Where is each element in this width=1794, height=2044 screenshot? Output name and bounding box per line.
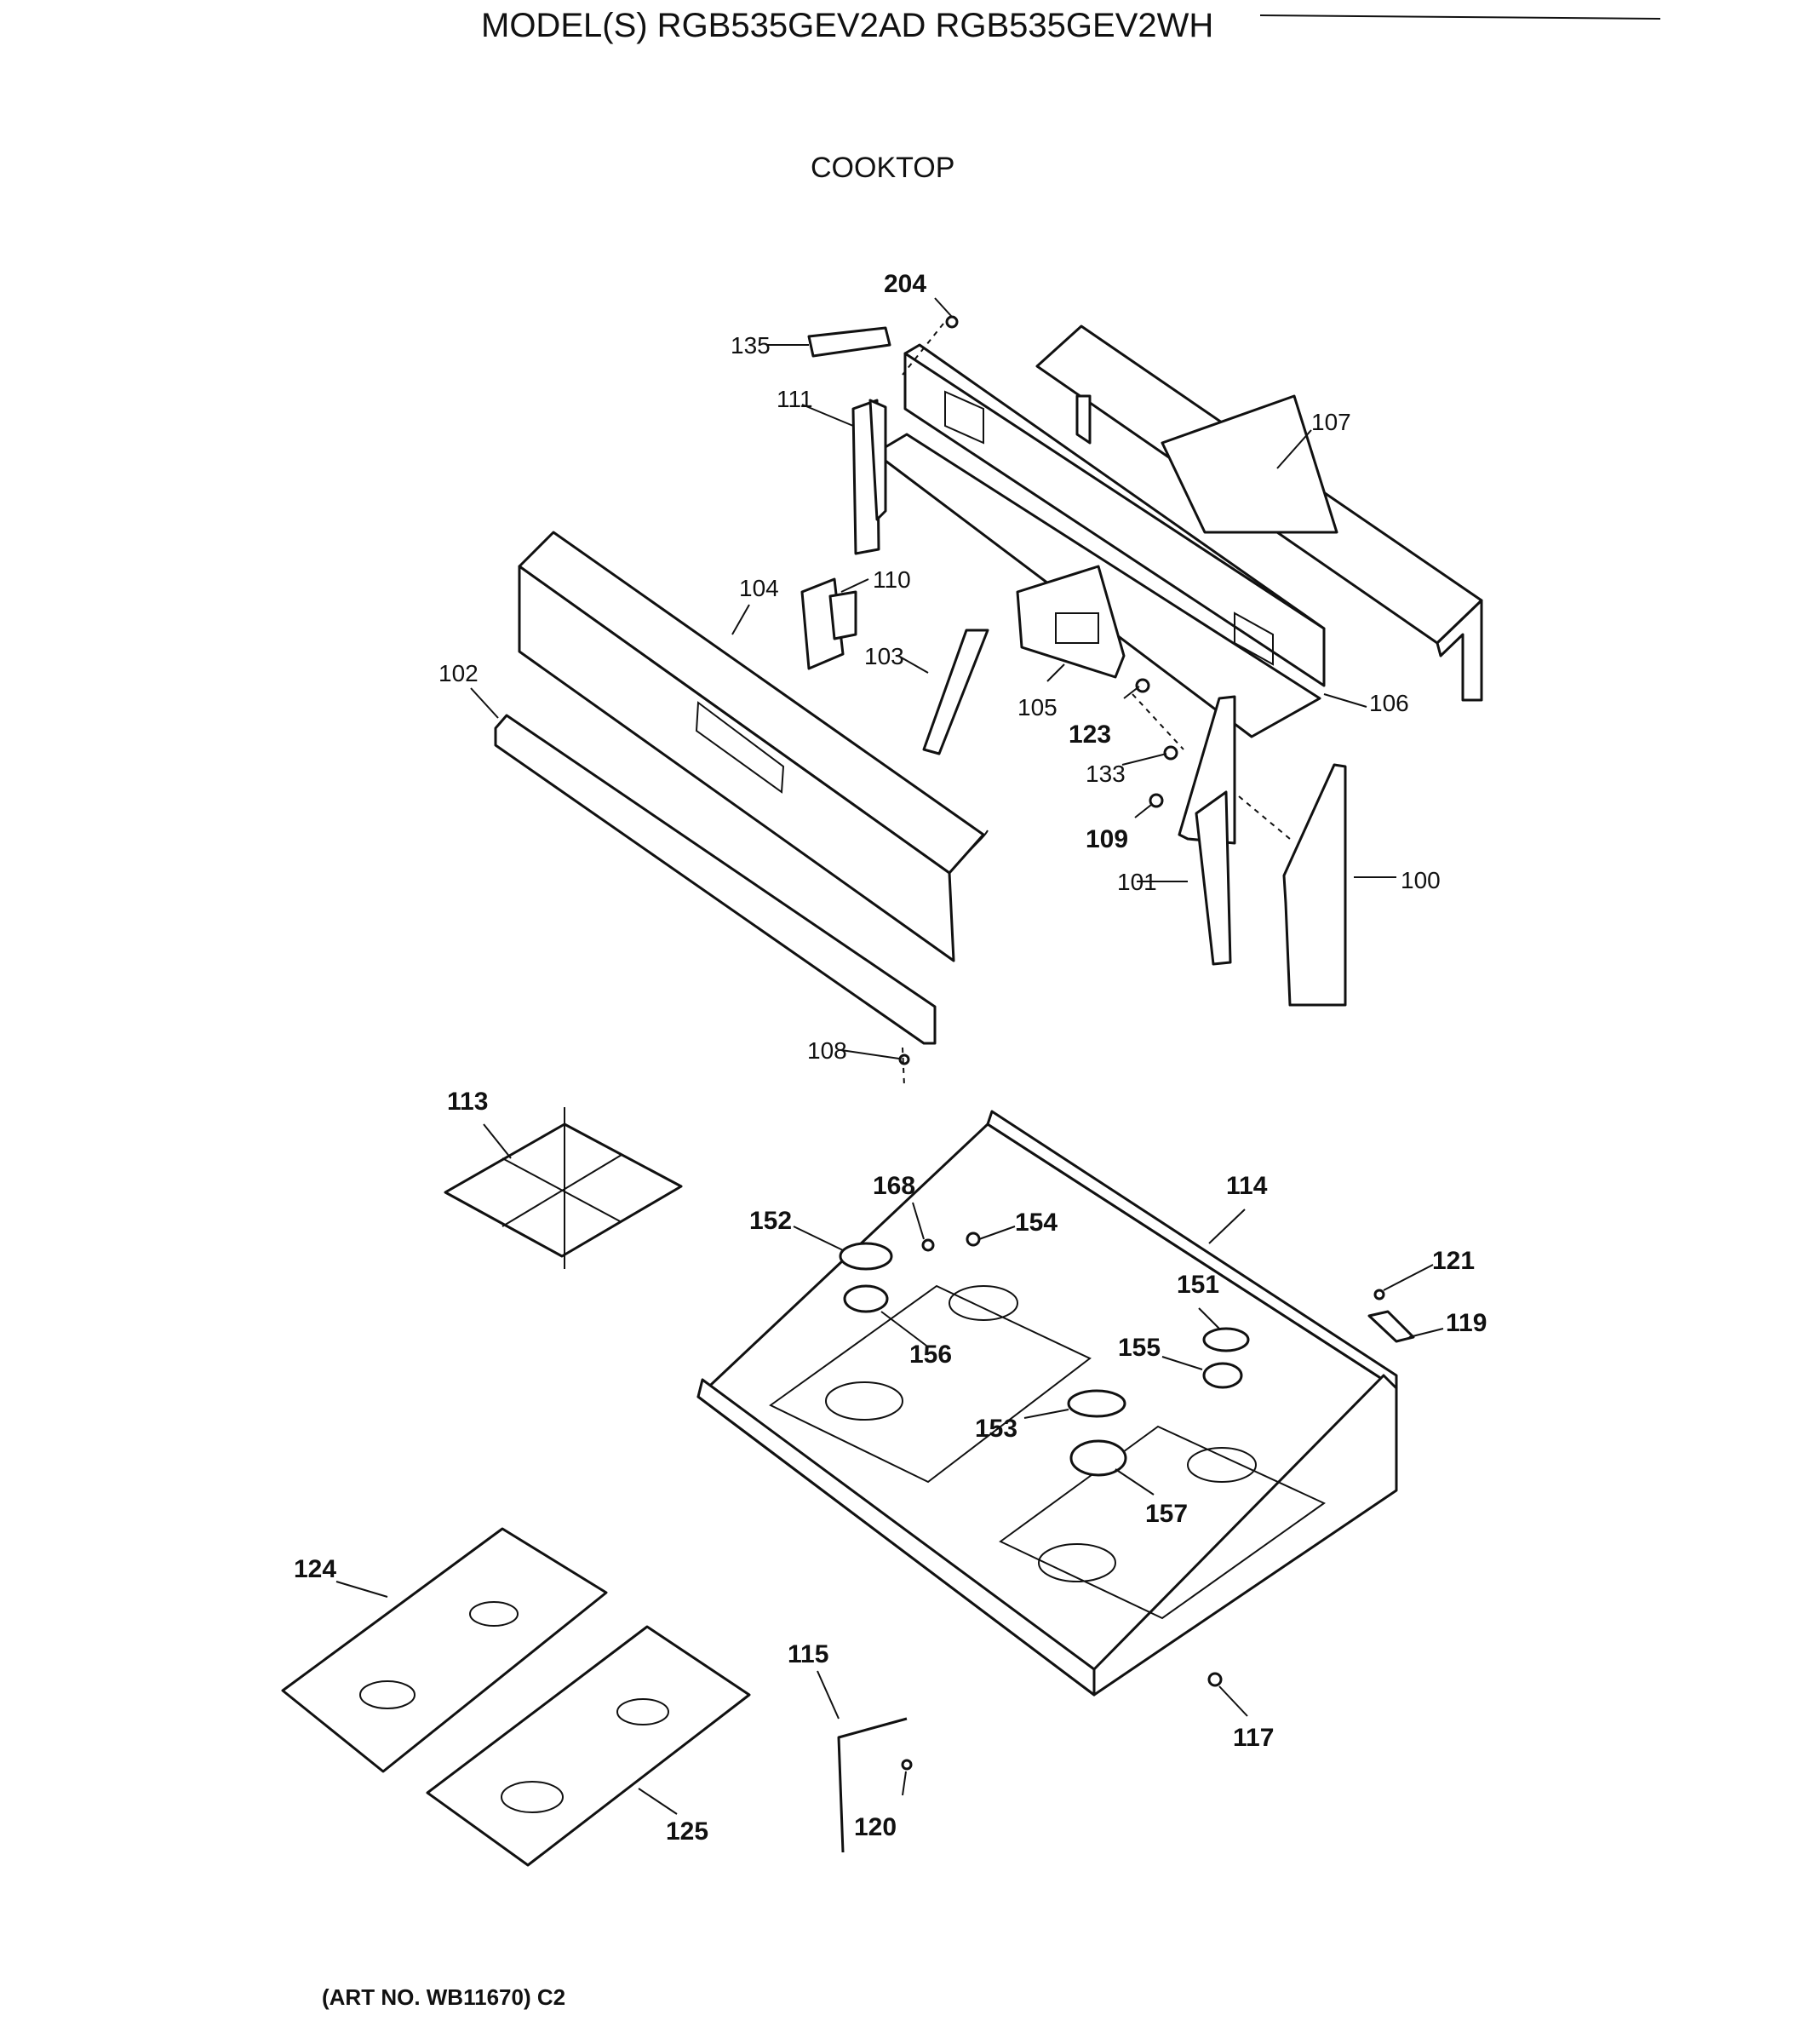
part-155-burner-head [1202, 1362, 1243, 1389]
callout-105: 105 [1017, 694, 1057, 721]
callout-152: 152 [749, 1207, 792, 1235]
callout-110: 110 [873, 566, 911, 593]
callout-120: 120 [854, 1813, 897, 1841]
part-124-drip-pan [281, 1527, 608, 1773]
part-119-hinge-bracket [1367, 1310, 1415, 1343]
callout-135: 135 [731, 332, 771, 359]
callout-114: 114 [1226, 1172, 1268, 1200]
part-106-rear-panel [874, 343, 1326, 738]
part-117-nut [1207, 1672, 1223, 1687]
part-107-backguard-cap [1035, 324, 1483, 702]
part-104-control-panel [518, 531, 989, 962]
part-154-electrode [966, 1232, 981, 1247]
part-113-burner-grate [444, 1107, 683, 1269]
part-153-burner-cap [1067, 1389, 1126, 1418]
part-101-side-bracket [1178, 695, 1236, 966]
callout-101: 101 [1117, 869, 1157, 895]
callout-104: 104 [739, 575, 779, 601]
section-title: COOKTOP [811, 152, 955, 184]
part-108-screw [898, 1054, 910, 1065]
part-152-burner-cap [839, 1242, 893, 1271]
callout-109: 109 [1086, 825, 1128, 853]
callout-157: 157 [1145, 1500, 1188, 1528]
callout-154: 154 [1015, 1209, 1057, 1237]
callout-111: 111 [777, 386, 813, 412]
art-number: (ART NO. WB11670) C2 [322, 1984, 566, 2010]
assembly-line [1132, 693, 1184, 750]
callout-151: 151 [1177, 1271, 1219, 1299]
callout-123: 123 [1069, 721, 1111, 749]
part-121-screw [1373, 1289, 1385, 1300]
callout-103: 103 [864, 643, 904, 669]
part-111-side-bracket [851, 399, 887, 555]
part-125-drip-pan [426, 1625, 751, 1867]
header-rule [1259, 14, 1661, 20]
part-103-support-rod [922, 629, 989, 755]
leader-lines [335, 297, 1444, 1815]
callout-107: 107 [1311, 409, 1351, 435]
callout-108: 108 [807, 1037, 847, 1064]
part-204-screw [945, 315, 959, 329]
callout-156: 156 [909, 1341, 952, 1369]
callout-168: 168 [873, 1172, 915, 1200]
callout-113: 113 [447, 1088, 488, 1116]
part-120-screw [901, 1759, 913, 1771]
callout-106: 106 [1369, 690, 1409, 716]
part-100-end-cap [1282, 763, 1347, 1007]
part-156-burner-head [843, 1284, 889, 1313]
part-151-burner-cap [1202, 1327, 1250, 1352]
callout-125: 125 [666, 1817, 708, 1846]
model-line: MODEL(S) RGB535GEV2AD RGB535GEV2WH [481, 7, 1214, 44]
callout-121: 121 [1432, 1247, 1475, 1275]
assembly-line [902, 323, 944, 376]
part-110-relay-module [800, 577, 857, 670]
part-105-control-unit [1016, 565, 1126, 679]
callout-117: 117 [1233, 1724, 1274, 1752]
part-114-cooktop-main [696, 1110, 1398, 1697]
callout-119: 119 [1446, 1309, 1487, 1337]
part-168-clip [921, 1238, 935, 1252]
part-133-nut [1163, 745, 1178, 761]
part-123-nut [1135, 678, 1150, 693]
part-109-nut [1149, 793, 1164, 808]
callout-133: 133 [1086, 761, 1126, 787]
callout-155: 155 [1118, 1334, 1161, 1362]
callout-115: 115 [788, 1640, 828, 1668]
part-115-gas-tube [837, 1717, 908, 1853]
part-157-burner-head [1069, 1439, 1127, 1477]
assembly-line [902, 1047, 905, 1087]
part-102-trim-strip [494, 714, 937, 1045]
assembly-line [1238, 795, 1291, 840]
part-135-bracket [807, 326, 891, 358]
callout-100: 100 [1401, 867, 1441, 893]
callout-153: 153 [975, 1415, 1017, 1443]
callout-124: 124 [294, 1555, 336, 1583]
callout-102: 102 [438, 660, 479, 686]
callout-204: 204 [884, 270, 926, 298]
